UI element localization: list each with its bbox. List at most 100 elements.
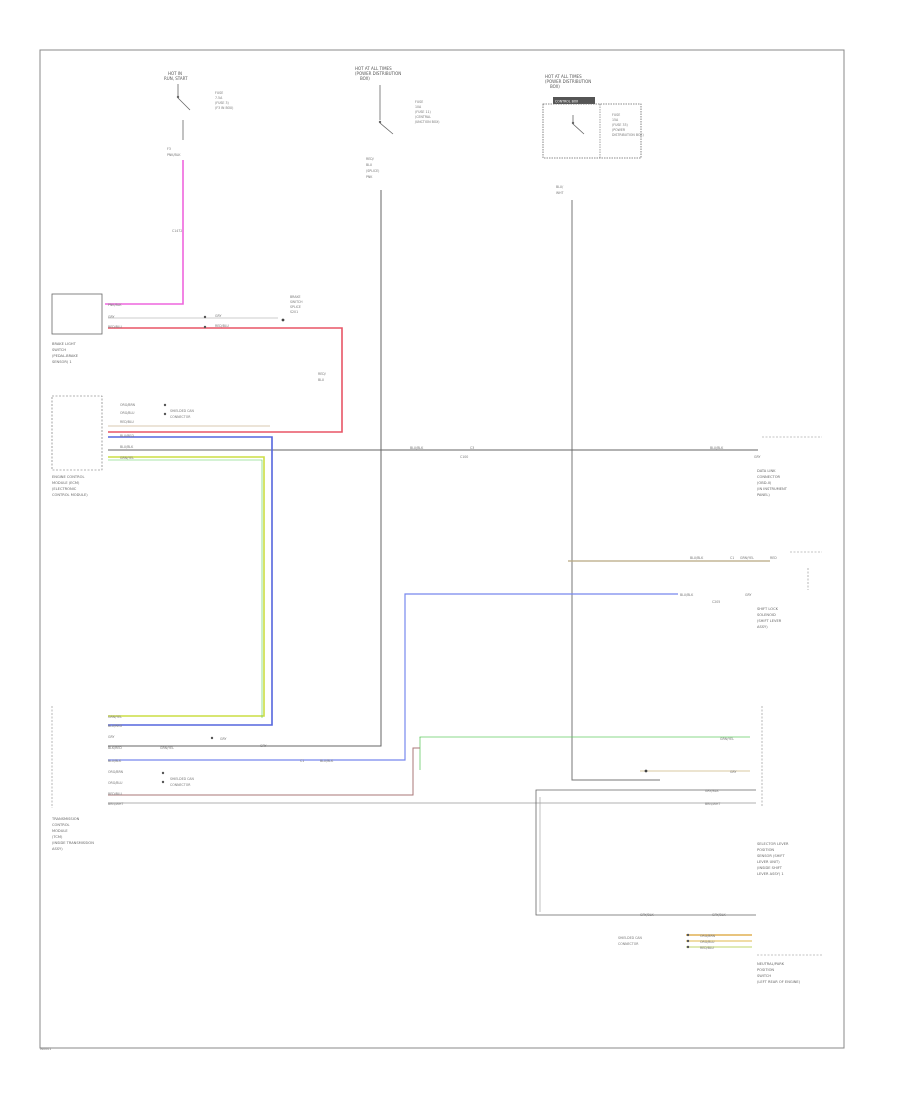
selector-label-6: LEVER ASSY) 1: [757, 872, 784, 876]
selector-row-2: GRY: [730, 770, 736, 774]
tcm-label-5: (INSIDE TRANSMISSION: [52, 841, 94, 845]
tcm-module: GRN/YEL BLU/RED GRY BLK/RED BLU/BLK ORG/…: [51, 706, 334, 851]
power-3-fuse-5: DISTRIBUTION BOX): [612, 133, 644, 137]
power-2-fuse-2: 10A: [415, 105, 422, 109]
tcm-row-9: BRN/WHT: [108, 802, 123, 806]
brake-mid-1: GRY: [215, 314, 221, 318]
power-2-fuse-5: JUNCTION BOX): [414, 120, 440, 124]
power-3-fuse-1: FUSE: [612, 113, 620, 117]
ecm-row-3: RED/BLU: [120, 420, 135, 424]
ecm-long-1: BLU/BLK: [410, 446, 424, 450]
selector-label-3: SENSOR (SHIFT: [757, 854, 785, 858]
tcm-label-1: TRANSMISSION: [51, 817, 80, 821]
splice-brake-2: SWITCH: [290, 300, 303, 304]
shift-label-1: SHIFT LOCK: [757, 607, 779, 611]
wire-selector-loop: [535, 789, 756, 916]
selector-row-4: BRN/WHT: [705, 802, 720, 806]
ecm-label-2: MODULE (ECM): [52, 481, 80, 485]
tcm-label-6: ASSY): [52, 847, 63, 851]
bottom-row-4: ORG/BLU: [700, 940, 715, 944]
power-1-fuse-1: FUSE: [215, 91, 223, 95]
power-1-line-1: HOT IN: [168, 71, 182, 76]
data-link-3: (OBD-II): [757, 481, 772, 485]
brake-row-2: GRY: [108, 315, 114, 319]
shift-row-2: C205: [712, 600, 720, 604]
power-1-fuse-2: 7.5A: [215, 96, 223, 100]
power-2-line-3: BOX): [360, 76, 370, 81]
wire-blue-1: [108, 436, 273, 726]
power-3-wire-1: BLU/: [556, 185, 564, 189]
data-row-4: RED: [770, 556, 777, 560]
power-2-line-1: HOT AT ALL TIMES: [355, 66, 392, 71]
power-source-3: HOT AT ALL TIMES (POWER DISTRIBUTION BOX…: [542, 74, 644, 195]
ecm-label-1: ENGINE CONTROL: [52, 475, 84, 479]
selector-row-3: GRY/BLK: [705, 789, 719, 793]
splice-brake-1: BRAKE: [290, 295, 301, 299]
power-1-fuse-3: (FUSE 3): [215, 101, 229, 105]
brake-unit: PNK/BLK GRY RED/BLU GRY RED/BLU RED/ BLU…: [51, 293, 327, 382]
brake-label-1: BRAKE LIGHT: [52, 342, 77, 346]
wire-maroon: [108, 747, 420, 796]
power-1-line-2: RUN, START: [164, 76, 188, 81]
brake-side-1: RED/: [318, 372, 327, 376]
shift-row-3: GRY: [745, 593, 751, 597]
ecm-long-5: GRY: [754, 455, 760, 459]
tcm-row-8: RED/BLU: [108, 792, 123, 796]
splice-brake-4: S201: [290, 310, 298, 314]
tcm-row-1: GRN/YEL: [108, 715, 122, 719]
power-1-fuse-4: (F3 IN BOX): [215, 106, 233, 110]
data-row-2: C1: [730, 556, 734, 560]
splice-brake-3: SPLICE: [290, 305, 301, 309]
wire-red: [108, 327, 343, 433]
ecm-label-3: (ELECTRONIC: [52, 487, 77, 491]
ecm-long-2: C3: [470, 446, 474, 450]
ecm-can-2: CONNECTOR: [170, 415, 191, 419]
footer-code: W0001: [40, 1047, 51, 1051]
bottom-row-5: RED/BLU: [700, 946, 715, 950]
brake-row-3: RED/BLU: [108, 325, 123, 329]
power-2-wire-4: PNK: [366, 175, 373, 179]
wire-lightblue: [108, 593, 678, 761]
power-3-fuse-3: (FUSE 33): [612, 123, 628, 127]
neutral-label-3: SWITCH: [757, 974, 771, 978]
tcm-label-2: CONTROL: [52, 823, 70, 827]
wire-power2: [108, 190, 382, 747]
power-2-fuse-4: (CENTRAL: [415, 115, 431, 119]
bottom-row-3: ORG/BRN: [700, 934, 716, 938]
data-link-connector: DATA LINK CONNECTOR (OBD-II) (IN INSTRUM…: [690, 436, 822, 560]
neutral-label-4: (LEFT REAR OF ENGINE): [757, 980, 801, 984]
data-row-1: BLU/BLK: [690, 556, 704, 560]
shift-label-4: ASSY): [757, 625, 768, 629]
ecm-can-1: SHIELDED CAN: [170, 409, 194, 413]
brake-label-4: SENSOR) 1: [52, 360, 72, 364]
shift-label-3: (SHIFT LEVER: [757, 619, 782, 623]
wire-pink: [105, 160, 184, 305]
splice-label: C1472: [172, 229, 182, 233]
tcm-row-4: BLK/RED: [108, 746, 122, 750]
ecm-module: ORG/BRN ORG/BLU RED/BLU BLU/RED BLU/BLK …: [51, 395, 760, 497]
shift-lock-solenoid: BLU/BLK C205 GRY SHIFT LOCK SOLENOID (SH…: [680, 568, 809, 629]
selector-label-5: (INSIDE SHIFT: [757, 866, 783, 870]
ecm-row-2: ORG/BLU: [120, 411, 135, 415]
ecm-long-3: C100: [460, 455, 468, 459]
power-1-wire-2: PNK/BLK: [167, 153, 181, 157]
power-3-line-4: CONTROL BOX: [555, 100, 579, 104]
tcm-mid-2: GRY: [260, 744, 266, 748]
power-2-line-2: (POWER DISTRIBUTION: [355, 71, 401, 76]
power-3-fuse-2: 15A: [612, 118, 619, 122]
tcm-row-2: BLU/RED: [108, 724, 122, 728]
selector-label-1: SELECTOR LEVER: [757, 842, 789, 846]
data-link-4: (IN INSTRUMENT: [757, 487, 788, 491]
tcm-row-3: GRY: [108, 735, 114, 739]
ecm-row-1: ORG/BRN: [120, 403, 136, 407]
neutral-park-switch: GRY/BLK GRY/BLK ORG/BRN ORG/BLU RED/BLU …: [618, 913, 822, 984]
brake-mid-2: RED/BLU: [215, 324, 230, 328]
wire-green: [419, 736, 750, 738]
tcm-can-1: SHIELDED CAN: [170, 777, 194, 781]
wire-power3: [571, 200, 660, 781]
power-source-2: HOT AT ALL TIMES (POWER DISTRIBUTION BOX…: [355, 66, 440, 179]
tcm-mid-4: C1: [300, 759, 304, 763]
bottom-row-1: GRY/BLK: [640, 913, 654, 917]
brake-row-1: PNK/BLK: [108, 303, 122, 307]
